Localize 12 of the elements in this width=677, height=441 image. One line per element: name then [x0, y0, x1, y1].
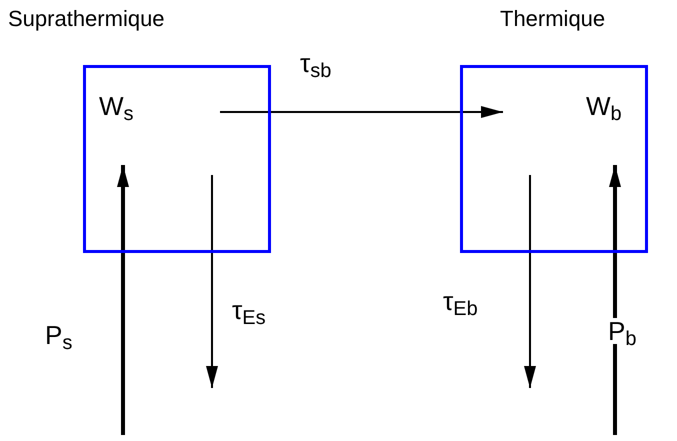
arrow: [524, 175, 536, 388]
state-box: [83, 65, 271, 253]
box-heading: Suprathermique: [8, 8, 165, 30]
arrow: [609, 165, 621, 435]
arrow: [206, 175, 218, 388]
state-box: [460, 65, 648, 253]
arrow: [117, 165, 129, 435]
arrow: [220, 106, 503, 118]
edge-label: P$_{b}$: [608, 318, 636, 344]
box-heading: Thermique: [500, 8, 606, 30]
box-label: W$_{s}$: [99, 93, 134, 119]
box-label: W$_{b}$: [586, 93, 622, 119]
